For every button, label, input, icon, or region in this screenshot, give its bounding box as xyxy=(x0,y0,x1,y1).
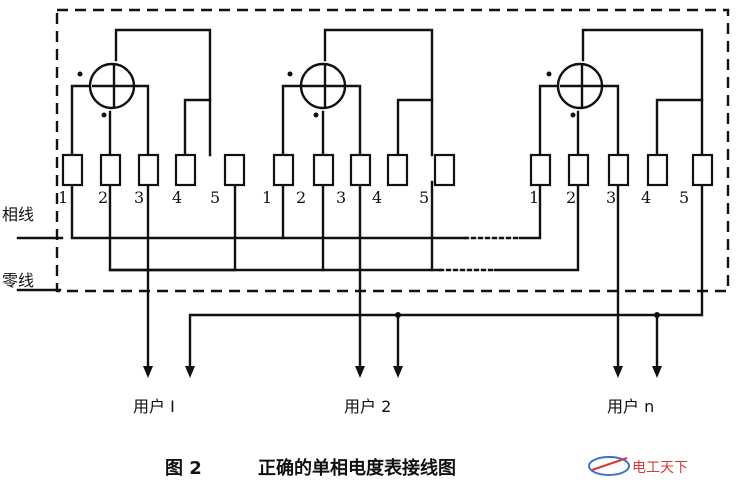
meter-1-label-3: 3 xyxy=(134,188,144,207)
meter-n-label-3: 3 xyxy=(606,188,616,207)
bus-wires xyxy=(16,180,704,372)
figure-title: 正确的单相电度表接线图 xyxy=(258,457,456,479)
meter-2-terminal-1 xyxy=(272,153,295,187)
user-label-2: 用户 2 xyxy=(344,397,391,416)
meter-box-enclosure xyxy=(55,8,730,293)
phase-line-label: 相线 xyxy=(2,205,34,224)
user-label-1: 用户 I xyxy=(133,397,175,416)
meter-2-terminal-3 xyxy=(349,153,372,187)
meter-2: 1 2 3 4 5 xyxy=(262,28,456,207)
meter-n-terminal-3 xyxy=(607,153,630,187)
meter-n-terminal-1 xyxy=(529,153,552,187)
meter-n-label-5: 5 xyxy=(679,188,689,207)
meter-2-terminal-2 xyxy=(312,153,335,187)
meter-n-label-2: 2 xyxy=(566,188,576,207)
meter-n-label-4: 4 xyxy=(641,188,651,207)
meter-1-label-1: 1 xyxy=(58,188,68,207)
meter-1-label-4: 4 xyxy=(172,188,182,207)
meter-n-terminal-2 xyxy=(567,153,590,187)
meter-n-terminal-5 xyxy=(691,153,714,187)
meter-2-label-3: 3 xyxy=(336,188,346,207)
meter-2-terminal-4 xyxy=(386,153,409,187)
user-label-n: 用户 n xyxy=(607,397,654,416)
meter-2-label-1: 1 xyxy=(262,188,272,207)
meter-1: 1 2 3 4 5 xyxy=(58,28,246,207)
meter-1-terminal-4 xyxy=(174,153,197,187)
meter-n-label-1: 1 xyxy=(529,188,539,207)
meter-1-terminal-1 xyxy=(61,153,84,187)
output-arrows xyxy=(143,366,662,378)
meter-n-terminal-4 xyxy=(646,153,669,187)
meter-2-label-4: 4 xyxy=(372,188,382,207)
figure-number: 图 2 xyxy=(165,458,202,479)
neutral-line-label: 零线 xyxy=(2,271,34,290)
watermark-text: 电工天下 xyxy=(632,460,688,476)
watermark-logo: 电工天下 xyxy=(588,456,688,476)
meter-2-label-2: 2 xyxy=(296,188,306,207)
meter-2-label-5: 5 xyxy=(419,188,429,207)
meter-1-terminal-2 xyxy=(99,153,122,187)
meter-1-label-5: 5 xyxy=(210,188,220,207)
meter-1-terminal-3 xyxy=(137,153,160,187)
meter-2-terminal-5 xyxy=(433,153,456,187)
meter-1-terminal-5 xyxy=(223,153,246,187)
meter-1-label-2: 2 xyxy=(98,188,108,207)
meter-n: 1 2 3 4 5 xyxy=(529,28,714,207)
